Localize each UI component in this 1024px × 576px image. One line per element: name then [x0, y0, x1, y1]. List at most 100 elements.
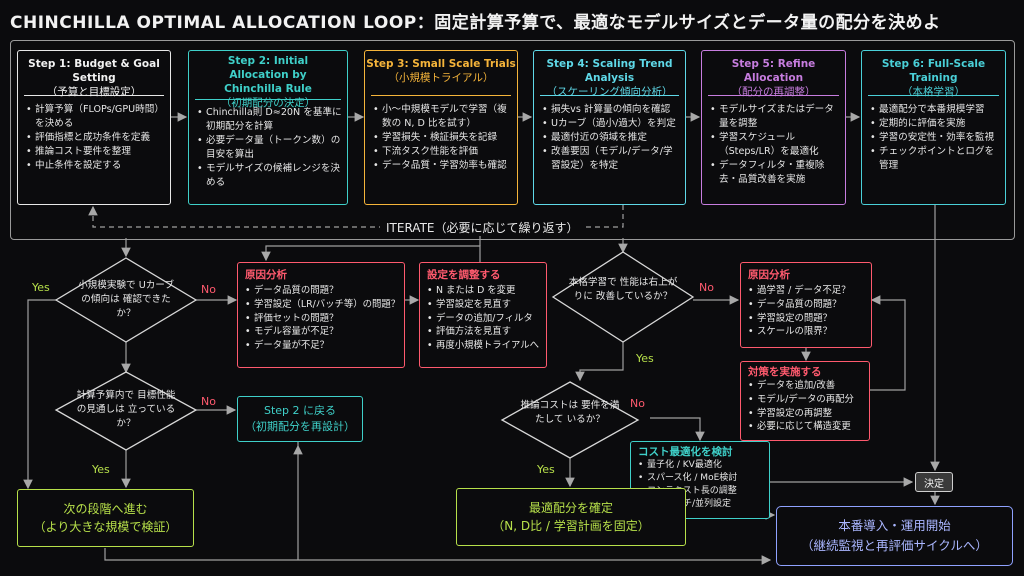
step-6-subtitle: （本格学習）: [902, 86, 965, 98]
cause-analysis-title: 原因分析: [245, 269, 287, 281]
step-5-list: モデルサイズまたはデータ量を調整 学習スケジュール（Steps/LR）を最適化 …: [710, 103, 841, 187]
cause-item: データ品質の問題？: [748, 298, 871, 312]
next-stage-sub: （より大きな規模で検証）: [33, 520, 178, 534]
step-4-subtitle: （スケーリング傾向分析）: [546, 86, 673, 98]
step-6-item: 定期的に評価を実施: [870, 117, 1001, 131]
cause-item: データ量が不足？: [245, 339, 404, 353]
step-2-list: Chinchilla則 D≈20N を基準に初期配分を計算 必要データ量（トーク…: [197, 106, 343, 190]
iterate-label: ITERATE（必要に応じて繰り返す）: [380, 219, 585, 236]
decision-ucurve-diamond: [54, 257, 198, 343]
cost-optimization-title: コスト最適化を検討: [638, 446, 733, 458]
step-5-item: モデルサイズまたはデータ量を調整: [710, 103, 841, 131]
cause-item: データ品質の問題？: [245, 284, 404, 298]
step-2-item: Chinchilla則 D≈20N を基準に初期配分を計算: [197, 106, 343, 134]
cause-item: 学習設定の問題？: [748, 312, 871, 326]
step-6-box: Step 6: Full-Scale Training （本格学習） 最適配分で…: [861, 50, 1006, 205]
decide-label: 決定: [924, 478, 944, 490]
step-3-item: 下流タスク性能を評価: [373, 145, 513, 159]
step-6-item: 最適配分で本番規模学習: [870, 103, 1001, 117]
step-1-title: Step 1: Budget & Goal Setting: [28, 58, 160, 84]
back-to-step2-box: Step 2 に戻る （初期配分を再設計）: [237, 396, 363, 442]
step-1-item: 中止条件を設定する: [26, 159, 166, 173]
adjust-item: データの追加/フィルタ: [427, 312, 546, 326]
decision-inference-diamond: [500, 381, 640, 459]
next-stage-label: 次の段階へ進む: [63, 502, 148, 516]
step-6-item: チェックポイントとログを管理: [870, 145, 1001, 173]
no-label: No: [630, 397, 645, 410]
adjust-settings-box: 設定を調整する N または D を変更 学習設定を見直す データの追加/フィルタ…: [419, 262, 547, 368]
decision-inference-text: 推論コストは 要件を満たして いるか？: [520, 400, 620, 425]
adjust-settings-title: 設定を調整する: [427, 269, 501, 281]
decision-fullscale-text: 本格学習で 性能は右上がりに 改善しているか？: [568, 277, 678, 302]
decision-budget-diamond: [54, 371, 198, 451]
decision-fullscale-diamond: [551, 251, 695, 343]
cause-item: スケールの限界？: [748, 325, 871, 339]
yes-label: Yes: [636, 352, 654, 365]
step-2-title: Step 2: Initial Allocation by Chinchilla…: [224, 55, 312, 95]
step-5-item: データフィルタ・重複除去・品質改善を実施: [710, 159, 841, 187]
confirm-allocation-box: 最適配分を確定 （N, D比 / 学習計画を固定）: [456, 488, 686, 546]
adjust-item: N または D を変更: [427, 284, 546, 298]
step-3-item: 学習損失・検証損失を記録: [373, 131, 513, 145]
action-item: データを追加/改善: [748, 379, 869, 393]
step-4-item: Uカーブ（過小/過大）を判定: [542, 117, 681, 131]
decide-box: 決定: [915, 472, 953, 492]
step-6-title: Step 6: Full-Scale Training: [881, 58, 986, 84]
adjust-item: 評価方法を見直す: [427, 325, 546, 339]
action-item: 学習設定の再調整: [748, 407, 869, 421]
step-3-box: Step 3: Small Scale Trials （小規模トライアル） 小〜…: [364, 50, 518, 205]
yes-label: Yes: [32, 281, 50, 294]
page-title: CHINCHILLA OPTIMAL ALLOCATION LOOP：固定計算予…: [10, 13, 941, 33]
step-1-box: Step 1: Budget & Goal Setting （予算と目標設定） …: [17, 50, 171, 205]
step-5-subtitle: （配分の再調整）: [731, 86, 816, 98]
step-4-box: Step 4: Scaling Trend Analysis （スケーリング傾向…: [533, 50, 686, 205]
decision-ucurve-text: 小規模実験で Uカーブの傾向は 確認できたか？: [78, 280, 174, 319]
step-1-list: 計算予算（FLOPs/GPU時間）を決める 評価指標と成功条件を定義 推論コスト…: [26, 103, 166, 173]
decision-budget-text: 計算予算内で 目標性能の見通しは 立っているか？: [76, 390, 176, 429]
step-2-box: Step 2: Initial Allocation by Chinchilla…: [188, 50, 348, 205]
adjust-item: 再度小規模トライアルへ: [427, 339, 546, 353]
next-stage-box: 次の段階へ進む （より大きな規模で検証）: [17, 489, 194, 547]
step-1-item: 推論コスト要件を整理: [26, 145, 166, 159]
yes-label: Yes: [92, 463, 110, 476]
step-5-item: 学習スケジュール（Steps/LR）を最適化: [710, 131, 841, 159]
steps-frame: [10, 40, 1015, 240]
step-2-item: 必要データ量（トークン数）の目安を算出: [197, 134, 343, 162]
step-4-item: 最適付近の領域を推定: [542, 131, 681, 145]
deploy-sub: （継続監視と再評価サイクルへ）: [801, 538, 988, 553]
cause-analysis-title: 原因分析: [748, 269, 790, 281]
cost-item: 量子化 / KV最適化: [638, 459, 769, 472]
cost-item: スパース化 / MoE検討: [638, 472, 769, 485]
yes-label: Yes: [537, 463, 555, 476]
cause-item: 評価セットの問題？: [245, 312, 404, 326]
adjust-item: 学習設定を見直す: [427, 298, 546, 312]
action-item: 必要に応じて構造変更: [748, 420, 869, 434]
deploy-label: 本番導入・運用開始: [838, 518, 951, 533]
no-label: No: [201, 395, 216, 408]
step-3-item: 小〜中規模モデルで学習（複数の N, D 比を試す）: [373, 103, 513, 131]
step-3-list: 小〜中規模モデルで学習（複数の N, D 比を試す） 学習損失・検証損失を記録 …: [373, 103, 513, 173]
no-label: No: [699, 281, 714, 294]
step-4-item: 改善要因（モデル/データ/学習設定）を特定: [542, 145, 681, 173]
step-3-title: Step 3: Small Scale Trials: [366, 58, 516, 70]
step-6-item: 学習の安定性・効率を監視: [870, 131, 1001, 145]
step-5-box: Step 5: Refine Allocation （配分の再調整） モデルサイ…: [701, 50, 846, 205]
step-4-list: 損失vs 計算量の傾向を確認 Uカーブ（過小/過大）を判定 最適付近の領域を推定…: [542, 103, 681, 173]
confirm-allocation-sub: （N, D比 / 学習計画を固定）: [492, 519, 650, 533]
cause-item: 学習設定（LR/バッチ等）の問題？: [245, 298, 404, 312]
step-3-subtitle: （小規模トライアル）: [388, 72, 494, 84]
back-to-step2-sub: （初期配分を再設計）: [245, 420, 355, 433]
cause-item: 過学習 / データ不足？: [748, 284, 871, 298]
cost-optimization-box: コスト最適化を検討 量子化 / KV最適化 スパース化 / MoE検討 コンテキ…: [630, 441, 770, 519]
step-4-title: Step 4: Scaling Trend Analysis: [546, 58, 673, 84]
cause-analysis-box-2: 原因分析 過学習 / データ不足？ データ品質の問題？ 学習設定の問題？ スケー…: [740, 262, 872, 348]
cause-analysis-box-1: 原因分析 データ品質の問題？ 学習設定（LR/バッチ等）の問題？ 評価セットの問…: [237, 262, 405, 368]
cause-item: モデル容量が不足？: [245, 325, 404, 339]
action-item: モデル/データの再配分: [748, 393, 869, 407]
back-to-step2-label: Step 2 に戻る: [263, 404, 337, 417]
step-5-title: Step 5: Refine Allocation: [731, 58, 816, 84]
step-3-item: データ品質・学習効率も確認: [373, 159, 513, 173]
no-label: No: [201, 283, 216, 296]
deploy-box: 本番導入・運用開始 （継続監視と再評価サイクルへ）: [776, 506, 1013, 566]
